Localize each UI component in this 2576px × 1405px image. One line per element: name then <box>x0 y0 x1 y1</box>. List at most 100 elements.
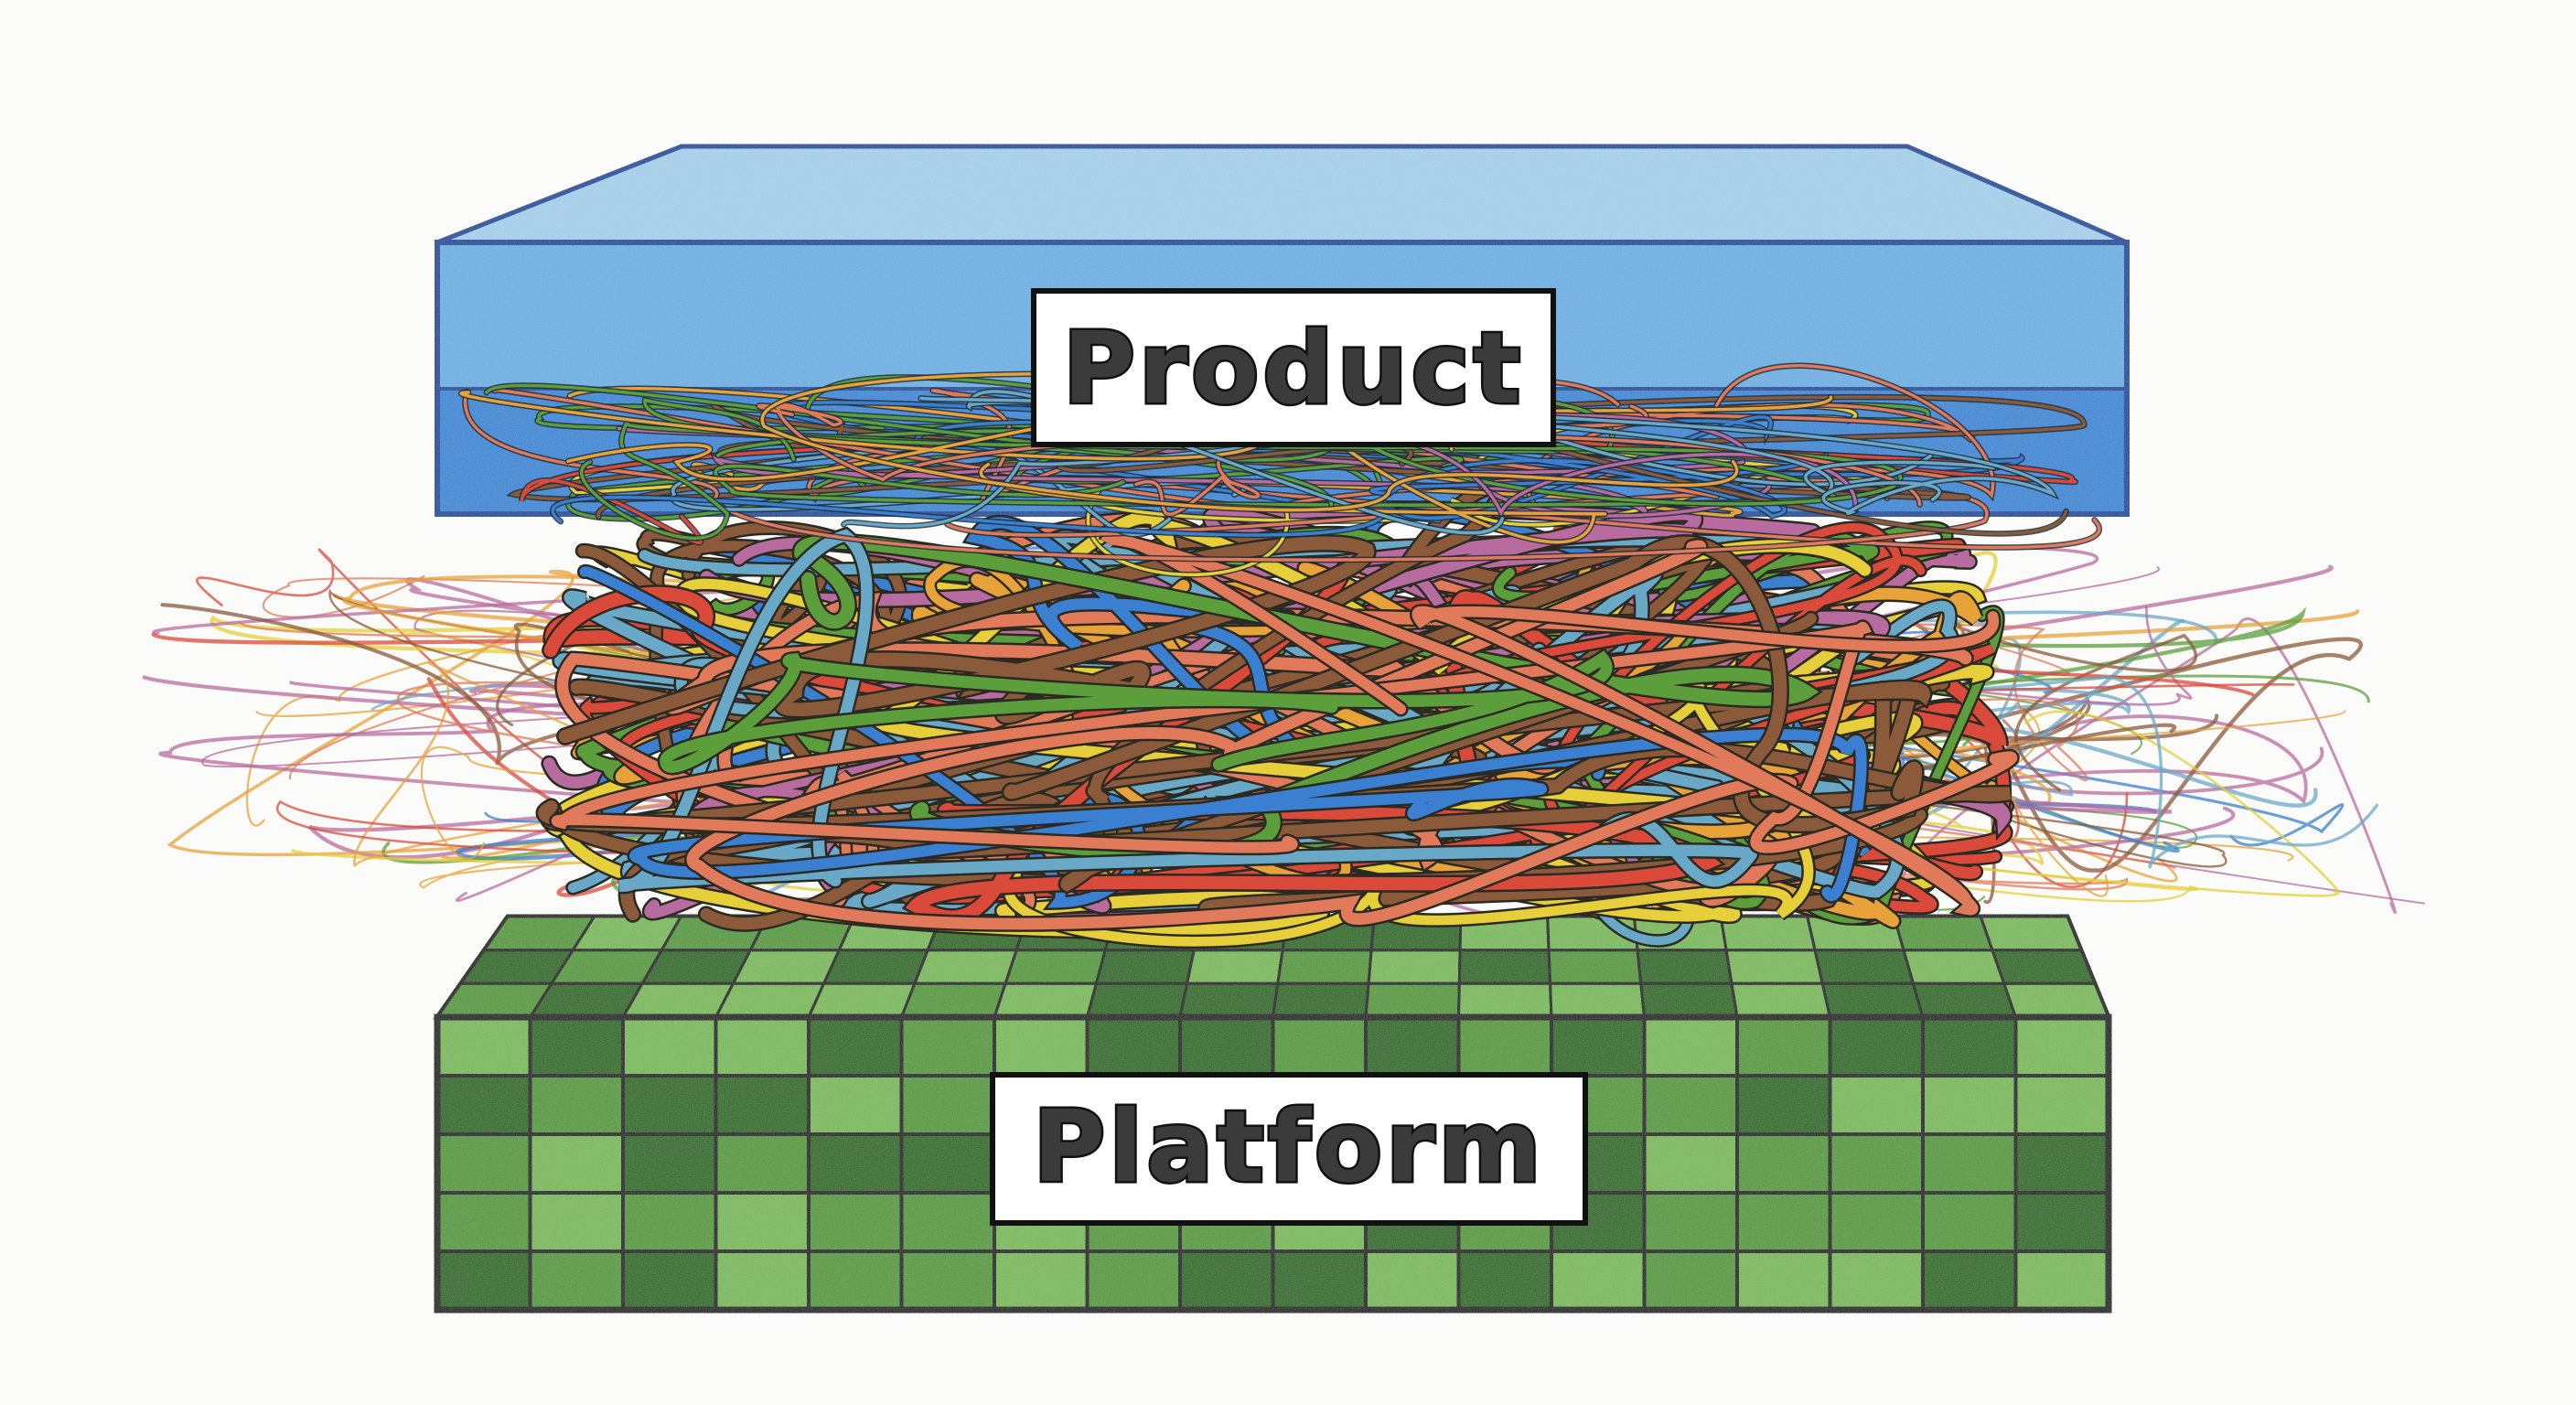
platform-cell <box>899 1132 996 1195</box>
product-top-face <box>436 144 2129 245</box>
platform-cell <box>993 1249 1089 1312</box>
platform-top-cell <box>2002 981 2111 1019</box>
platform-cell <box>807 1015 904 1078</box>
overlap-wire <box>641 396 1904 508</box>
platform-cell <box>1085 1249 1182 1312</box>
platform-cell <box>2013 1132 2110 1195</box>
platform-cell <box>1642 1074 1739 1136</box>
overlap-wire <box>756 402 1923 508</box>
platform-cell <box>1828 1249 1925 1312</box>
platform-top-cell <box>1547 949 1643 985</box>
platform-top-grid <box>435 915 2111 1019</box>
platform-cell <box>1178 1249 1275 1312</box>
platform-cell <box>899 1191 996 1253</box>
platform-top-cell <box>1549 981 1647 1019</box>
platform-label: Platform <box>990 1072 1588 1226</box>
platform-cell <box>2013 1015 2110 1078</box>
platform-cell <box>1085 1015 1182 1078</box>
platform-top-cell <box>714 981 826 1019</box>
platform-top-cell <box>1364 981 1461 1019</box>
product-label: Product <box>1031 288 1556 447</box>
platform-top-cell <box>806 981 918 1019</box>
platform-cell <box>1828 1132 1925 1195</box>
platform-cell <box>1735 1249 1832 1312</box>
product-label-text: Product <box>1063 312 1524 426</box>
platform-cell <box>714 1191 810 1253</box>
platform-cell <box>1364 1015 1461 1078</box>
platform-cell <box>435 1191 532 1253</box>
platform-cell <box>435 1132 532 1195</box>
platform-cell <box>1550 1249 1647 1312</box>
platform-cell <box>993 1015 1089 1078</box>
platform-cell <box>899 1249 996 1312</box>
platform-top-cell <box>1820 981 1925 1019</box>
platform-cell <box>1178 1015 1275 1078</box>
platform-cell <box>807 1249 904 1312</box>
platform-cell <box>1364 1249 1461 1312</box>
platform-cell <box>621 1015 718 1078</box>
tangle-wire <box>556 533 1377 745</box>
platform-top-cell <box>1902 949 2006 985</box>
platform-cell <box>899 1074 996 1136</box>
platform-cell <box>528 1015 625 1078</box>
platform-cell <box>1828 1191 1925 1253</box>
platform-top-cell <box>912 949 1019 985</box>
platform-top-cell <box>899 981 1008 1019</box>
platform-cell <box>2013 1249 2110 1312</box>
tangle-wire <box>657 647 1615 776</box>
platform-cell <box>1550 1015 1647 1078</box>
platform-cell <box>1642 1191 1739 1253</box>
loose-wire <box>1951 622 2197 904</box>
platform-cell <box>1828 1015 1925 1078</box>
platform-cell <box>621 1074 718 1136</box>
platform-cell <box>1642 1249 1739 1312</box>
platform-cell <box>435 1074 532 1136</box>
platform-cell <box>1642 1015 1739 1078</box>
platform-cell <box>807 1191 904 1253</box>
platform-cell <box>435 1249 532 1312</box>
platform-cell <box>1642 1132 1739 1195</box>
platform-front-border <box>434 1014 2112 1314</box>
platform-top-cell <box>1639 981 1739 1019</box>
platform-top-cell <box>1085 981 1189 1019</box>
platform-top-cell <box>1724 949 1825 985</box>
platform-cell <box>1735 1015 1832 1078</box>
platform-cell <box>1456 1015 1553 1078</box>
platform-cell <box>1921 1015 2018 1078</box>
platform-top-cell <box>730 949 842 985</box>
platform-cell <box>807 1132 904 1195</box>
platform-top-cell <box>1990 949 2098 985</box>
platform-top-cell <box>1094 949 1197 985</box>
platform-cell <box>714 1132 810 1195</box>
platform-cell <box>528 1249 625 1312</box>
platform-cell <box>621 1132 718 1195</box>
tangle-wire <box>627 726 1870 904</box>
platform-cell <box>621 1191 718 1253</box>
platform-cell <box>899 1015 996 1078</box>
platform-cell <box>714 1249 810 1312</box>
platform-top-cell <box>1367 949 1462 985</box>
tangled-wires-icon <box>535 480 2020 949</box>
platform-cell <box>1456 1249 1553 1312</box>
platform-cell <box>621 1249 718 1312</box>
platform-cell <box>528 1132 625 1195</box>
platform-top-cell <box>1730 981 1832 1019</box>
platform-cell <box>528 1191 625 1253</box>
platform-cell <box>1921 1191 2018 1253</box>
platform-top-cell <box>1456 981 1553 1019</box>
platform-cell <box>1735 1132 1832 1195</box>
platform-label-text: Platform <box>1033 1090 1545 1205</box>
platform-top-cell <box>1636 949 1733 985</box>
platform-cell <box>1921 1074 2018 1136</box>
platform-cell <box>1921 1249 2018 1312</box>
platform-top-cell <box>992 981 1099 1019</box>
tangle-wire <box>549 619 2020 856</box>
platform-top-cell <box>821 949 930 985</box>
platform-cell <box>1921 1132 2018 1195</box>
platform-cell <box>714 1074 810 1136</box>
platform-cell <box>1271 1015 1368 1078</box>
tangle-wire <box>1098 531 2002 917</box>
platform-cell <box>435 1015 532 1078</box>
platform-top-cell <box>1004 949 1108 985</box>
platform-cell <box>528 1074 625 1136</box>
